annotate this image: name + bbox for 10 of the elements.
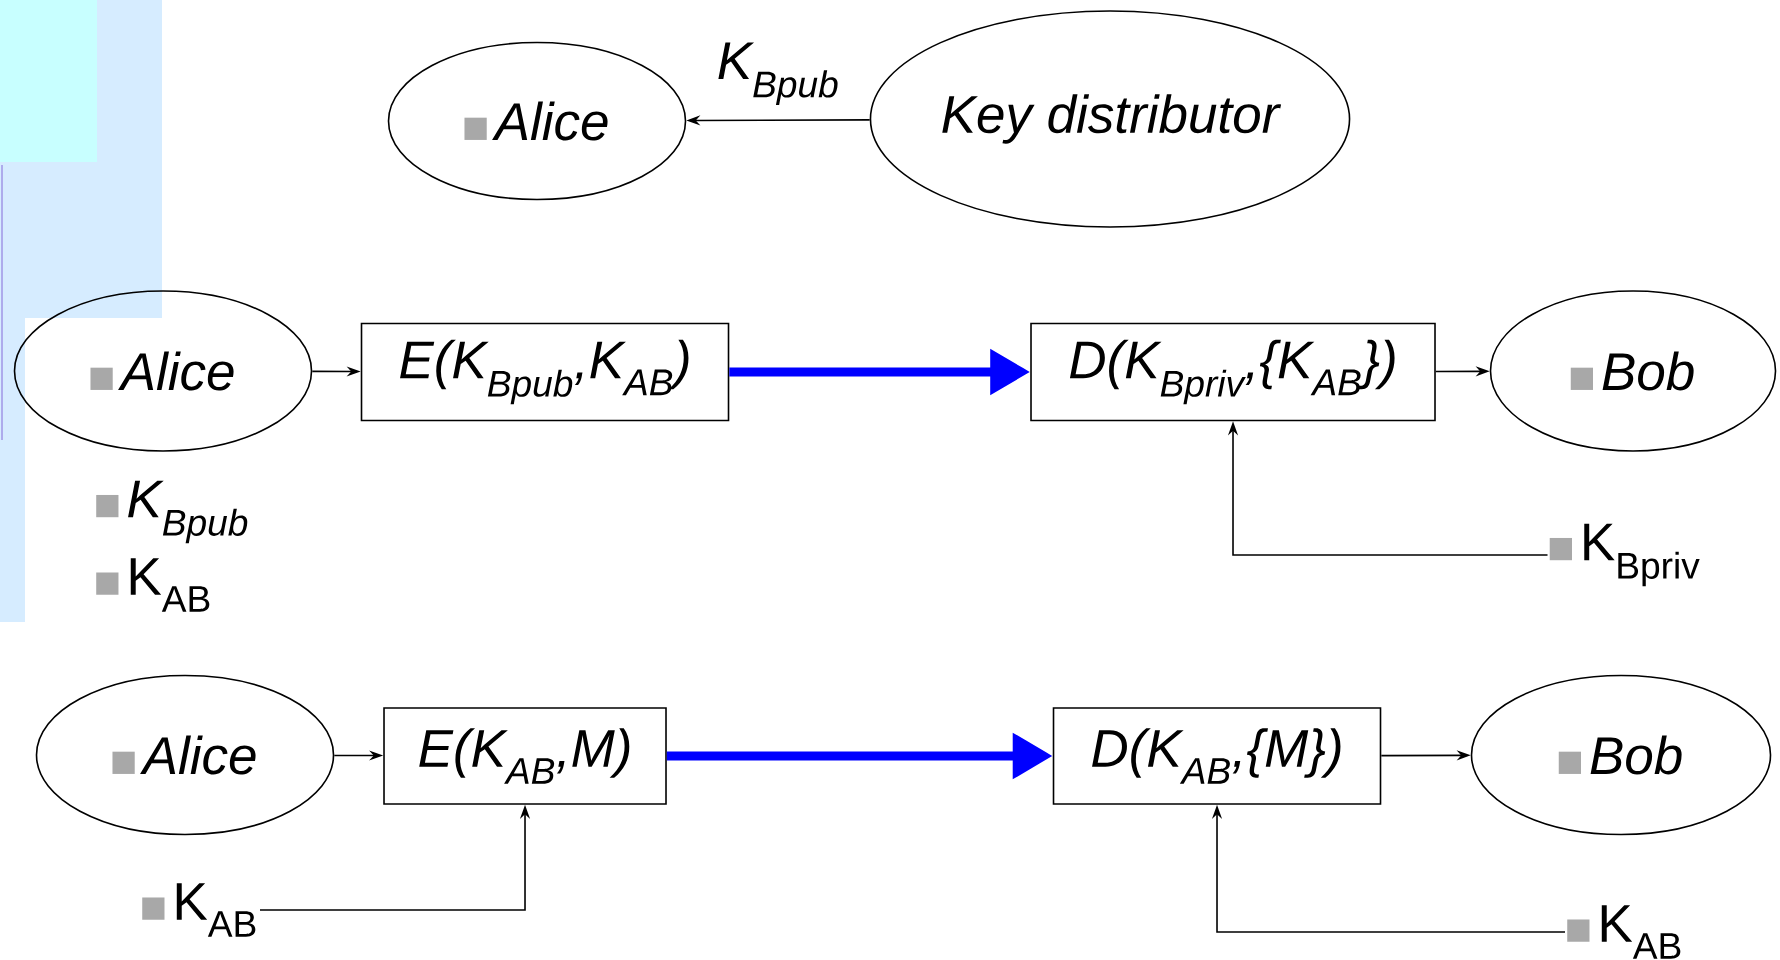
process-box: D(K$_{AB}$,{M}) — [1052, 707, 1382, 805]
process-box: E(K$_{Bpub}$,K$_{AB}$) — [360, 322, 730, 422]
key-label: K$_{Bpriv}$ — [1549, 523, 1700, 587]
process-box: D(K$_{Bpriv}$,{K$_{AB}$}) — [1030, 322, 1436, 422]
key-label: K$_{AB}$ — [1567, 905, 1681, 959]
key-label: K$_{AB}$ — [96, 558, 210, 612]
edge-label: K$_{Bpub}$ — [718, 42, 838, 105]
key-label: K$_{AB}$ — [142, 883, 256, 937]
key-label: K$_{Bpub}$ — [96, 480, 248, 544]
process-box: E(K$_{AB}$,M) — [383, 707, 667, 805]
